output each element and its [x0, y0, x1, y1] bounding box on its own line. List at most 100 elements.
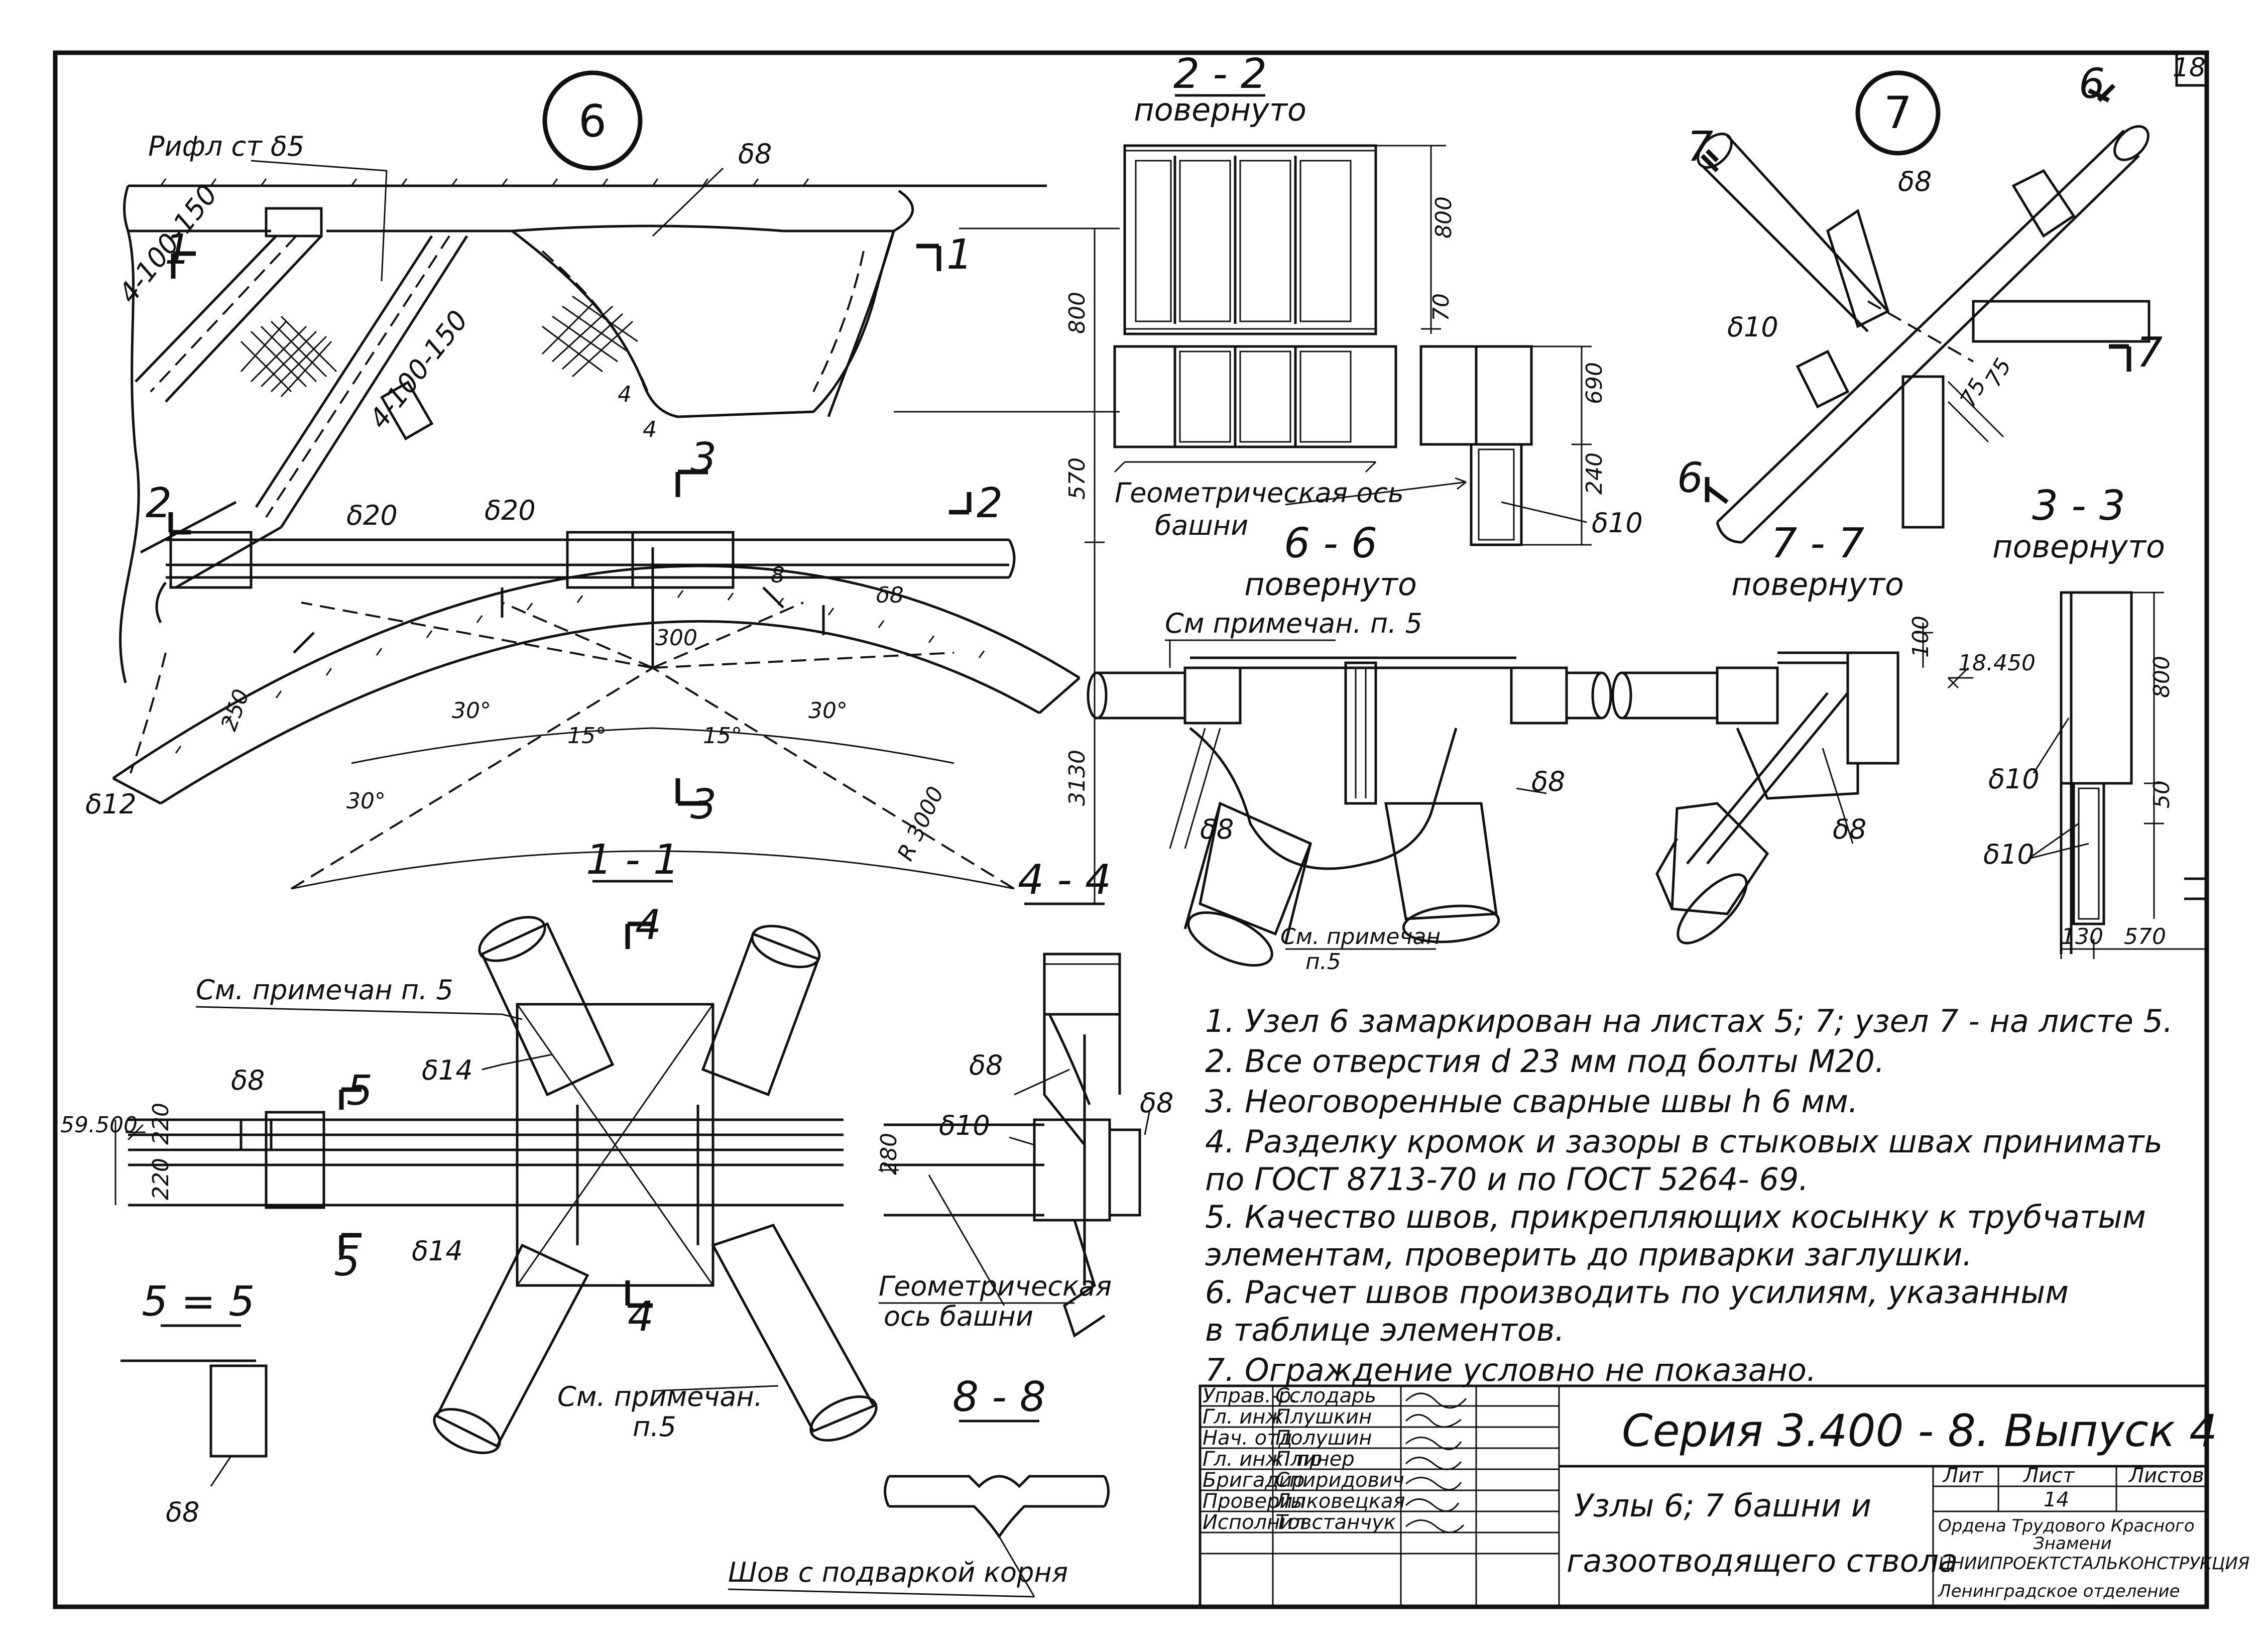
dim-8a: 8: [771, 562, 785, 588]
tb-org-2: Знамени: [2034, 1533, 2112, 1554]
label-d10-s33a: δ10: [1988, 763, 2040, 795]
label-d8-44a: δ8: [969, 1049, 1003, 1081]
section-4-4-view: [879, 953, 1151, 1338]
notes-list: 1. Узел 6 замаркирован на листах 5; 7; у…: [1205, 1003, 2173, 1388]
tb-org-4: Ленинградское отделение: [1937, 1581, 2180, 1601]
label-see-note-bot: См. примечан.: [557, 1381, 763, 1412]
cut-7-right: 7: [2136, 329, 2163, 377]
cut-3-top: 3: [690, 434, 717, 482]
note-1: 1. Узел 6 замаркирован на листах 5; 7; у…: [1205, 1003, 2173, 1039]
dim-800-s33: 800: [2149, 656, 2175, 698]
tb-name-0: Сслодарь: [1275, 1384, 1376, 1407]
tb-role-6: Исполнил: [1203, 1511, 1306, 1534]
note-6b: в таблице элементов.: [1205, 1312, 1565, 1348]
label-see-note-bot-p5: п.5: [633, 1411, 676, 1443]
tb-col-sheet: Лист: [2022, 1464, 2075, 1487]
tb-drawing-title-1: Узлы 6; 7 башни и: [1574, 1487, 1871, 1524]
section-5-5-view: [121, 1359, 268, 1487]
dim-220-b: 220: [148, 1158, 174, 1200]
dim-8b: δ8: [876, 582, 904, 608]
label-geom-axis-2: башни: [1155, 510, 1248, 541]
tb-name-3: Плинер: [1275, 1448, 1355, 1471]
section-1-1-view: [114, 916, 878, 1454]
section-2-2-title: 2 - 2: [1173, 50, 1267, 98]
section-7-7-sub: повернуто: [1731, 566, 1904, 603]
section-8-8-view: [884, 1475, 1110, 1597]
dim-300: 300: [655, 625, 697, 651]
dim-30-a: 30°: [452, 698, 491, 724]
label-d8-44b: δ8: [1140, 1087, 1173, 1119]
cut-7-top: 7: [1687, 123, 1713, 171]
tb-name-5: Лыковецкая: [1274, 1490, 1405, 1513]
tb-role-1: Гл. инж.: [1203, 1405, 1290, 1429]
note-6: 6. Расчет швов производить по усилиям, у…: [1205, 1274, 2069, 1311]
note-5b: элементам, проверить до приварки заглушк…: [1205, 1236, 1972, 1273]
tb-org-1: Ордена Трудового Красного: [1938, 1516, 2195, 1536]
section-4-4-title: 4 - 4: [1018, 856, 1111, 904]
section-3-3-sub: повернуто: [1992, 528, 2165, 565]
note-4: 4. Разделку кромок и зазоры в стыковых ш…: [1205, 1123, 2163, 1160]
tb-name-1: Плушкин: [1275, 1405, 1372, 1429]
label-d10-node7: δ10: [1727, 311, 1778, 343]
tb-role-0: Управ.-р.: [1203, 1384, 1297, 1407]
label-d8-11: δ8: [231, 1065, 265, 1096]
label-d14-b: δ14: [412, 1235, 463, 1267]
section-2-2-sub: повернуто: [1134, 91, 1306, 128]
label-root-weld: Шов с подваркой корня: [728, 1557, 1068, 1588]
tb-role-3: Гл. инж. пр: [1203, 1448, 1322, 1471]
section-6-6-title: 6 - 6: [1284, 520, 1377, 567]
label-d10-s22: δ10: [1592, 507, 1643, 539]
section-8-8-title: 8 - 8: [952, 1373, 1046, 1421]
cut-5-top: 5: [346, 1067, 373, 1115]
label-geom-axis-alt-1: Геометрическая: [879, 1270, 1112, 1302]
dim-30-b: 30°: [808, 698, 848, 724]
label-see-note-11: См. примечан п. 5: [196, 974, 453, 1006]
dim-15-b: 15°: [703, 723, 742, 749]
dim-240: 240: [1582, 452, 1607, 495]
dim-220-a: 220: [148, 1103, 174, 1145]
label-d8-55: δ8: [166, 1496, 199, 1528]
cut-5-bottom: 5: [334, 1238, 360, 1285]
label-see-note-p5-66: п.5: [1305, 949, 1341, 975]
label-rifl: Рифл ст δ5: [148, 131, 304, 162]
label-d20-left: δ20: [346, 500, 398, 531]
leader-d8-top: [652, 167, 724, 237]
node-6-marker: 6: [542, 70, 643, 171]
dim-690: 690: [1582, 362, 1607, 404]
tb-series: Серия 3.400 - 8. Выпуск 4: [1622, 1405, 2217, 1457]
elev-59500: 59.500: [60, 1112, 138, 1138]
tb-name-2: Полушин: [1275, 1427, 1372, 1450]
sheet-number: 18: [2173, 53, 2206, 83]
label-d12: δ12: [85, 788, 137, 820]
dim-30-c: 30°: [346, 788, 386, 814]
dim-100: 100: [1908, 616, 1934, 658]
label-num-4b: 4: [643, 417, 657, 442]
section-7-7-title: 7 - 7: [1771, 520, 1864, 567]
tb-col-sheets: Листов: [2128, 1464, 2204, 1487]
note-3: 3. Неоговоренные сварные швы h 6 мм.: [1205, 1083, 1858, 1120]
cut-1-left: 1: [165, 226, 191, 274]
section-6-6-sub: повернуто: [1244, 566, 1417, 603]
label-d10-44: δ10: [939, 1110, 990, 1141]
label-weld-4-100-150-b: 4-100-150: [363, 304, 474, 434]
dim-250: 250: [216, 686, 255, 734]
cut-2-right: 2: [977, 480, 1003, 527]
sheet-frame: [53, 50, 2209, 1609]
label-d8-top: δ8: [738, 138, 772, 170]
dim-130: 130: [2061, 924, 2103, 950]
tb-org-3: ЦНИИПРОЕКТСТАЛЬКОНСТРУКЦИЯ: [1938, 1554, 2250, 1574]
label-num-4a: 4: [618, 382, 632, 407]
label-d14-a: δ14: [422, 1054, 473, 1086]
dim-50: 50: [2149, 780, 2175, 808]
leader-rifl: [251, 160, 388, 282]
title-block: [1199, 1384, 2208, 1608]
dim-800-left: 800: [1064, 292, 1090, 334]
label-see-note-66: См примечан. п. 5: [1165, 608, 1422, 639]
dim-570-s33: 570: [2124, 924, 2166, 950]
section-3-3-view: [2028, 591, 2208, 959]
cut-6-bottom: 6: [1677, 454, 1703, 502]
tb-col-lit: Лит: [1942, 1464, 1984, 1487]
title-block-signatures: [1405, 1392, 1467, 1533]
